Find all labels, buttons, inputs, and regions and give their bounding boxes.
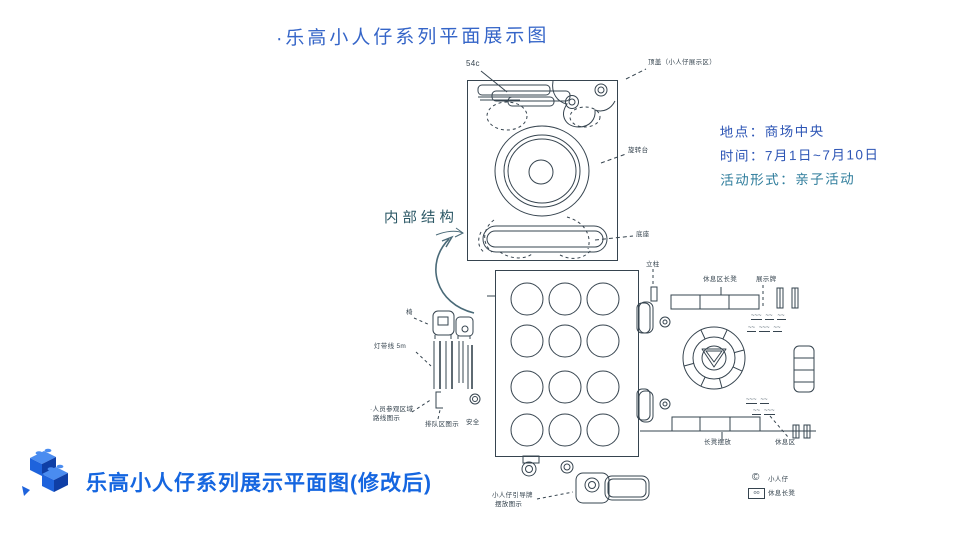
sign-label-1: 小人仔引导牌 [492, 492, 533, 499]
floorplan-main [487, 270, 651, 477]
light-strip-label: 灯带线 5m [374, 343, 407, 350]
queue-area-drawing [411, 310, 481, 420]
entrance-sign-drawing [536, 472, 650, 504]
top-right-note-label: 顶盖（小人仔展示区） [648, 59, 716, 66]
legend-minifig-label: 小人仔 [768, 476, 789, 483]
callout-arrow [435, 227, 475, 314]
scribble-row-2: ~~~~~~~ [747, 325, 782, 332]
scribble-row-1: ~~~~~~~ [751, 313, 786, 320]
sketch-title: ·乐高小人仔系列平面展示图 [275, 25, 550, 50]
queue-area-label: 排队区图示 [425, 421, 459, 428]
event-location: 地点：商场中央 [719, 123, 825, 140]
tray-dim-label: 54c [466, 59, 480, 68]
base-label: 底座 [636, 231, 650, 238]
chair-label: 椅 [406, 309, 413, 316]
legend-bench-label: 休息长凳 [768, 490, 796, 497]
event-info: 地点：商场中央 时间：7月1日~7月10日 活动形式：亲子活动 [720, 119, 880, 193]
sign-label-2: 摆放图示 [495, 501, 523, 508]
safety-label: 安全 [466, 419, 480, 426]
scribble-row-3: ~~~~~ [746, 397, 769, 404]
event-time: 时间：7月1日~7月10日 [719, 147, 880, 164]
copyright-symbol-icon: © [752, 472, 760, 483]
visitor-area-label-1: ·人员参观区域 [370, 406, 414, 413]
legend-bench-icon: oo [748, 488, 765, 499]
sign-board-label: 展示牌 [756, 276, 777, 283]
lego-brick-icon [22, 448, 68, 496]
detail-drawing [467, 68, 647, 261]
event-format: 活动形式：亲子活动 [720, 171, 856, 188]
rest-area-label: 休息区 [775, 439, 796, 446]
internal-structure-label: 内部结构 [383, 209, 459, 227]
turntable-label: 旋转台 [628, 147, 649, 154]
scribble-row-4: ~~~~~ [752, 408, 775, 415]
pillar-label: 立柱 [646, 261, 660, 268]
bench-top-label: 休息区长凳 [703, 276, 737, 283]
bench-bottom-label: 长凳摆放 [704, 439, 732, 446]
visitor-area-label-2: 路线图示 [373, 415, 401, 422]
slide-footer-title: 乐高小人仔系列展示平面图(修改后) [86, 472, 432, 495]
rest-area-drawing [638, 269, 816, 439]
